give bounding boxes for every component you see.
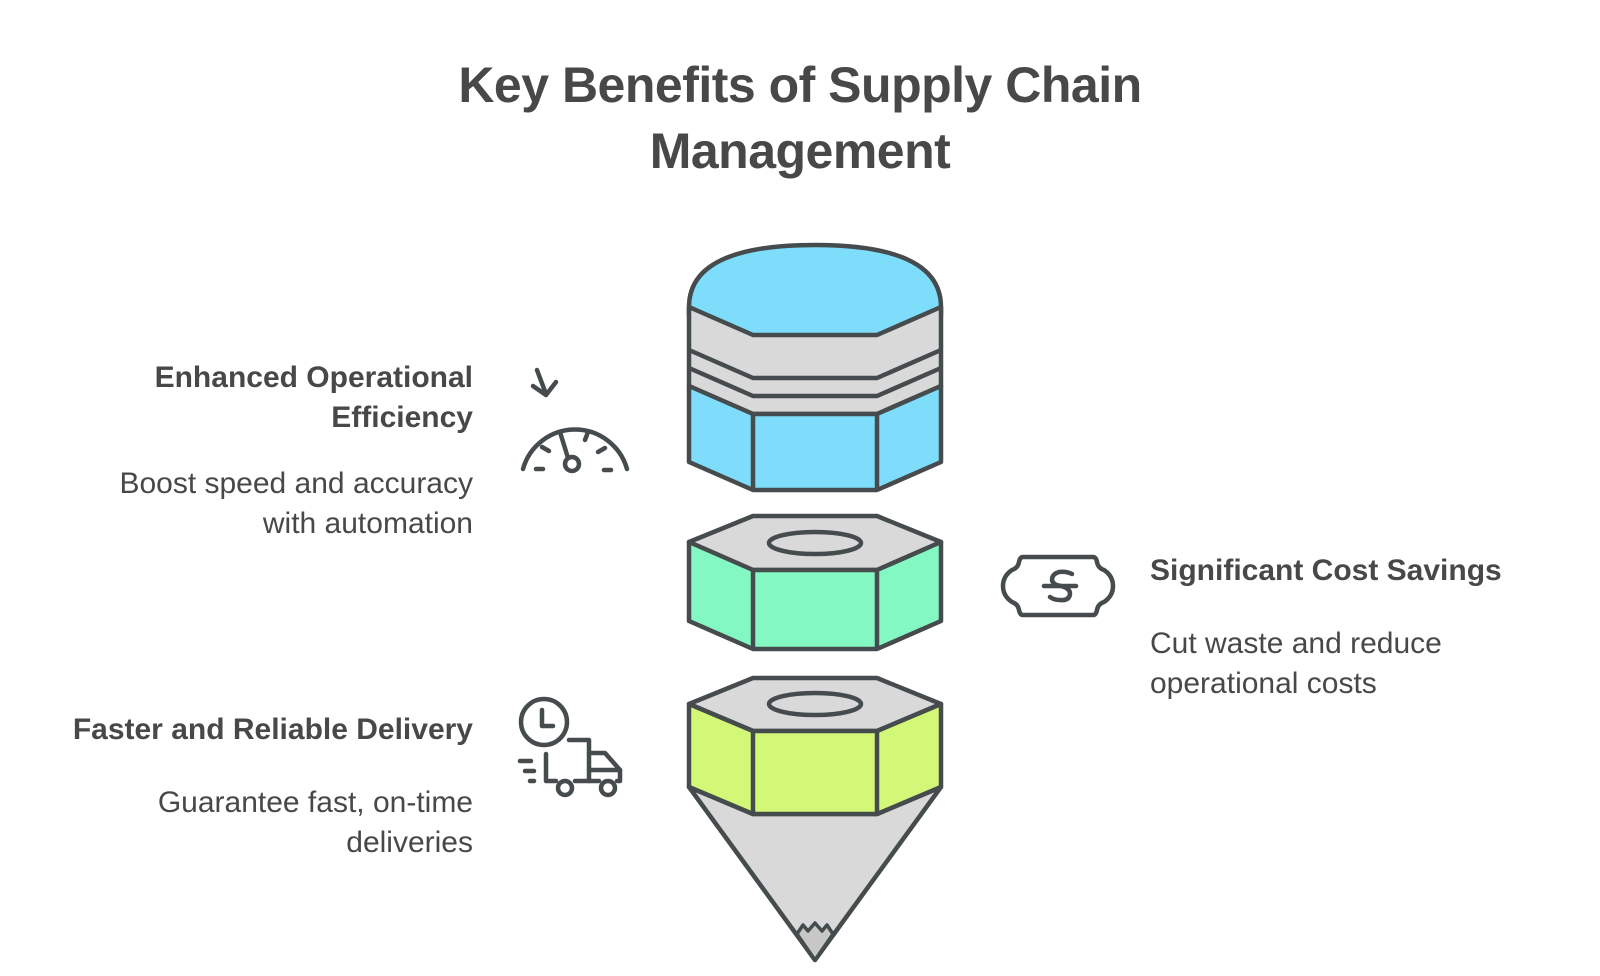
- diagram-title: Key Benefits of Supply Chain Management: [0, 52, 1600, 184]
- benefit-efficiency: Enhanced Operational Efficiency Boost sp…: [13, 358, 473, 544]
- benefit-efficiency-heading: Enhanced Operational Efficiency: [13, 358, 473, 438]
- benefit-delivery-description: Guarantee fast, on-time deliveries: [0, 783, 473, 863]
- benefit-cost-savings-heading: Significant Cost Savings: [1150, 554, 1502, 587]
- benefit-delivery: Faster and Reliable Delivery Guarantee f…: [0, 710, 473, 863]
- heading-line: Enhanced Operational: [154, 361, 473, 394]
- benefit-cost-savings: Significant Cost Savings Cut waste and r…: [1150, 551, 1590, 704]
- title-line-1: Key Benefits of Supply Chain: [458, 57, 1142, 113]
- heading-line: Efficiency: [331, 401, 473, 434]
- benefit-delivery-heading: Faster and Reliable Delivery: [72, 713, 473, 746]
- description-line: Boost speed and accuracy: [119, 467, 473, 500]
- benefit-efficiency-description: Boost speed and accuracy with automation: [13, 464, 473, 544]
- bottom-nut-hole: [766, 690, 864, 718]
- pencil-tip-lead: [795, 921, 835, 962]
- middle-nut-hole: [766, 529, 864, 557]
- middle-nut-segment: [686, 513, 944, 652]
- description-line: operational costs: [1150, 667, 1377, 700]
- description-line: with automation: [262, 507, 473, 540]
- description-line: Cut waste and reduce: [1150, 627, 1442, 660]
- description-line: Guarantee fast, on-time: [157, 786, 473, 819]
- bottom-nut-segment: [686, 675, 944, 963]
- top-cap-segment: [686, 242, 944, 493]
- benefit-cost-savings-description: Cut waste and reduce operational costs: [1150, 624, 1590, 704]
- title-line-2: Management: [649, 123, 951, 179]
- description-line: deliveries: [346, 826, 473, 859]
